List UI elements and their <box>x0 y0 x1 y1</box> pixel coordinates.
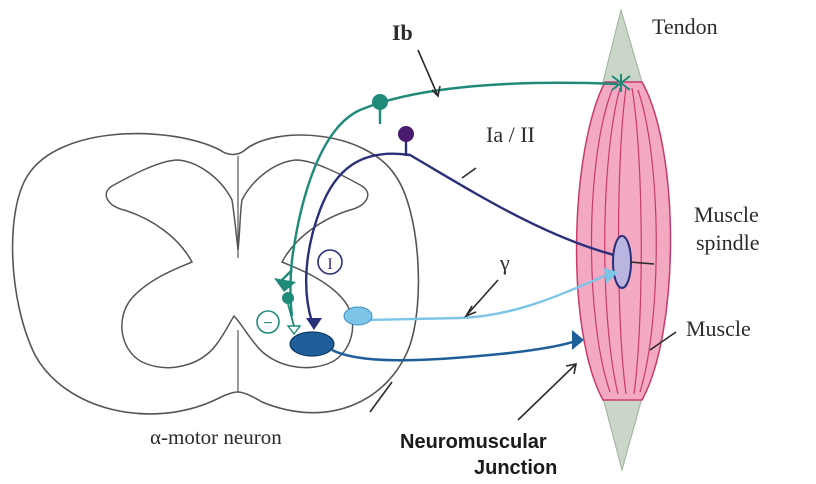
excitatory-sign-icon: I <box>318 250 342 274</box>
gamma-motor-neuron-soma <box>344 307 372 325</box>
ib-fiber <box>291 83 619 316</box>
ia-soma <box>398 126 414 142</box>
ib-soma <box>372 94 388 110</box>
label-ib: Ib <box>392 20 413 45</box>
tendon-top <box>603 10 642 82</box>
spinal-cord-outline <box>13 134 419 414</box>
label-muscle-spindle-2: spindle <box>696 230 760 255</box>
label-neuromuscular-2: Junction <box>474 457 557 479</box>
inhibitory-interneuron-soma <box>282 292 294 304</box>
label-alpha-motor-neuron: α-motor neuron <box>150 425 282 449</box>
label-muscle-spindle-1: Muscle <box>694 202 759 227</box>
ib-terminal <box>274 278 296 292</box>
inhibitory-sign-icon: − <box>257 311 279 333</box>
muscle-spindle <box>613 236 631 288</box>
svg-text:I: I <box>327 256 332 273</box>
label-tendon: Tendon <box>652 14 718 39</box>
alpha-motor-neuron-soma <box>290 332 334 356</box>
alpha-motor-fiber <box>332 340 578 360</box>
spinal-cord-section <box>13 134 419 414</box>
label-gamma: γ <box>499 250 510 275</box>
label-neuromuscular-1: Neuromuscular <box>400 431 547 453</box>
ia-fiber <box>306 140 614 322</box>
svg-text:−: − <box>263 315 272 332</box>
label-muscle: Muscle <box>686 316 751 341</box>
label-ia-ii: Ia / II <box>486 122 535 147</box>
muscle-group <box>577 10 671 470</box>
ia-terminal <box>306 318 322 330</box>
tendon-bottom <box>603 398 642 470</box>
